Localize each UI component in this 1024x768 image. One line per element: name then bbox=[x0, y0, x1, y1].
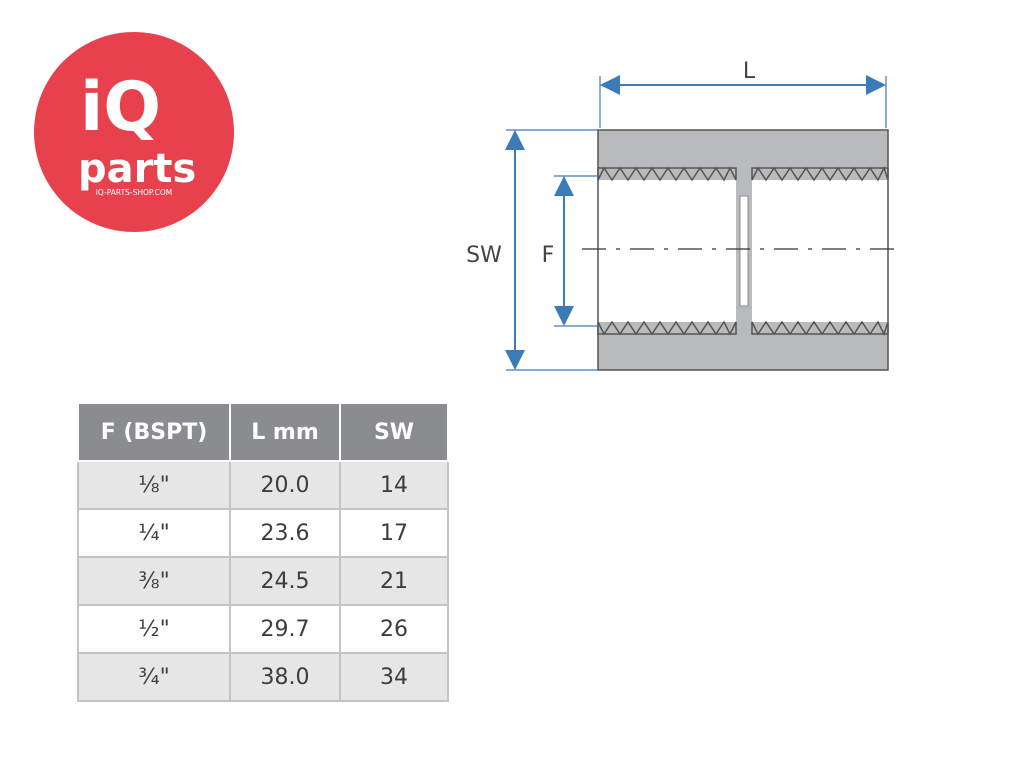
table-row: ½" 29.7 26 bbox=[77, 604, 449, 654]
cell-length: 24.5 bbox=[229, 556, 341, 606]
header-l-mm: L mm bbox=[229, 402, 341, 462]
coupling-outline bbox=[597, 129, 889, 371]
cell-thread: ½" bbox=[77, 604, 231, 654]
cell-thread: ⅜" bbox=[77, 556, 231, 606]
cell-wrench: 34 bbox=[339, 652, 449, 702]
dim-sw-label: SW bbox=[466, 243, 502, 268]
center-gap bbox=[739, 195, 749, 307]
cell-thread: ¾" bbox=[77, 652, 231, 702]
header-sw: SW bbox=[339, 402, 449, 462]
logo-mark: iQ parts IQ-PARTS-SHOP.COM bbox=[78, 68, 196, 197]
dimensions-table: F (BSPT) L mm SW ⅛" 20.0 14 ¼" 23.6 17 ⅜… bbox=[77, 402, 449, 702]
cell-length: 29.7 bbox=[229, 604, 341, 654]
table-row: ⅜" 24.5 21 bbox=[77, 556, 449, 606]
table-row: ¼" 23.6 17 bbox=[77, 508, 449, 558]
cell-length: 23.6 bbox=[229, 508, 341, 558]
dim-l-label: L bbox=[743, 59, 756, 84]
cell-wrench: 17 bbox=[339, 508, 449, 558]
cell-length: 38.0 bbox=[229, 652, 341, 702]
table-header-row: F (BSPT) L mm SW bbox=[77, 402, 449, 462]
coupling-drawing: L SW F bbox=[466, 59, 896, 371]
logo-url-text: IQ-PARTS-SHOP.COM bbox=[96, 188, 173, 197]
cell-wrench: 26 bbox=[339, 604, 449, 654]
thread-top-left bbox=[597, 166, 737, 182]
logo-parts-text: parts bbox=[78, 146, 196, 192]
dim-f-label: F bbox=[542, 243, 555, 268]
thread-bottom-right bbox=[751, 320, 889, 336]
cell-thread: ¼" bbox=[77, 508, 231, 558]
table-row: ¾" 38.0 34 bbox=[77, 652, 449, 702]
table-row: ⅛" 20.0 14 bbox=[77, 460, 449, 510]
cell-wrench: 14 bbox=[339, 460, 449, 510]
cell-thread: ⅛" bbox=[77, 460, 231, 510]
cell-wrench: 21 bbox=[339, 556, 449, 606]
cell-length: 20.0 bbox=[229, 460, 341, 510]
thread-top-right bbox=[751, 166, 889, 182]
iq-parts-logo: iQ parts IQ-PARTS-SHOP.COM bbox=[34, 32, 234, 232]
logo-iq-text: iQ bbox=[80, 68, 161, 147]
thread-bottom-left bbox=[597, 320, 737, 336]
header-f-bspt: F (BSPT) bbox=[77, 402, 231, 462]
